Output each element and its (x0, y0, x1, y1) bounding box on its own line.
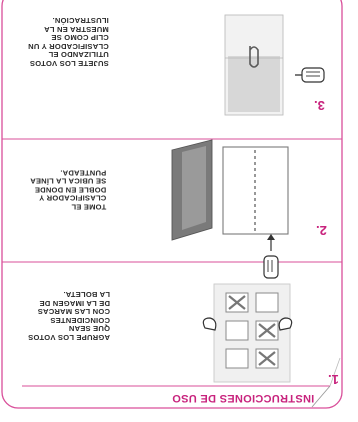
step-2-number: 2. (316, 223, 327, 238)
hand-icon (203, 318, 215, 330)
step-3-text: SUJETE LOS VOTOS UTILIZANDO EL CLASIFICA… (28, 16, 109, 67)
pointing-hand-icon (264, 256, 278, 278)
step-2-text: TOME EL CLASIFICADOR Y DOBLE EN DONDE SE… (30, 168, 106, 211)
page-title: INSTRUCCIONES DE USO (172, 392, 314, 404)
ballot-grid-with-marks-icon (214, 284, 290, 382)
clip-votes-in-folder-icon (225, 15, 283, 115)
step-3-number: 3. (314, 98, 325, 113)
fold-corner-mark (312, 386, 330, 407)
step-1-number: 1. (328, 372, 339, 387)
fold-along-dotted-line-icon (172, 140, 288, 251)
step-1-text: AGRUPE LOS VOTOS QUE SEAN COINCIDENTES C… (28, 290, 110, 341)
pointing-hand-icon (295, 68, 324, 82)
hand-icon (279, 318, 291, 330)
